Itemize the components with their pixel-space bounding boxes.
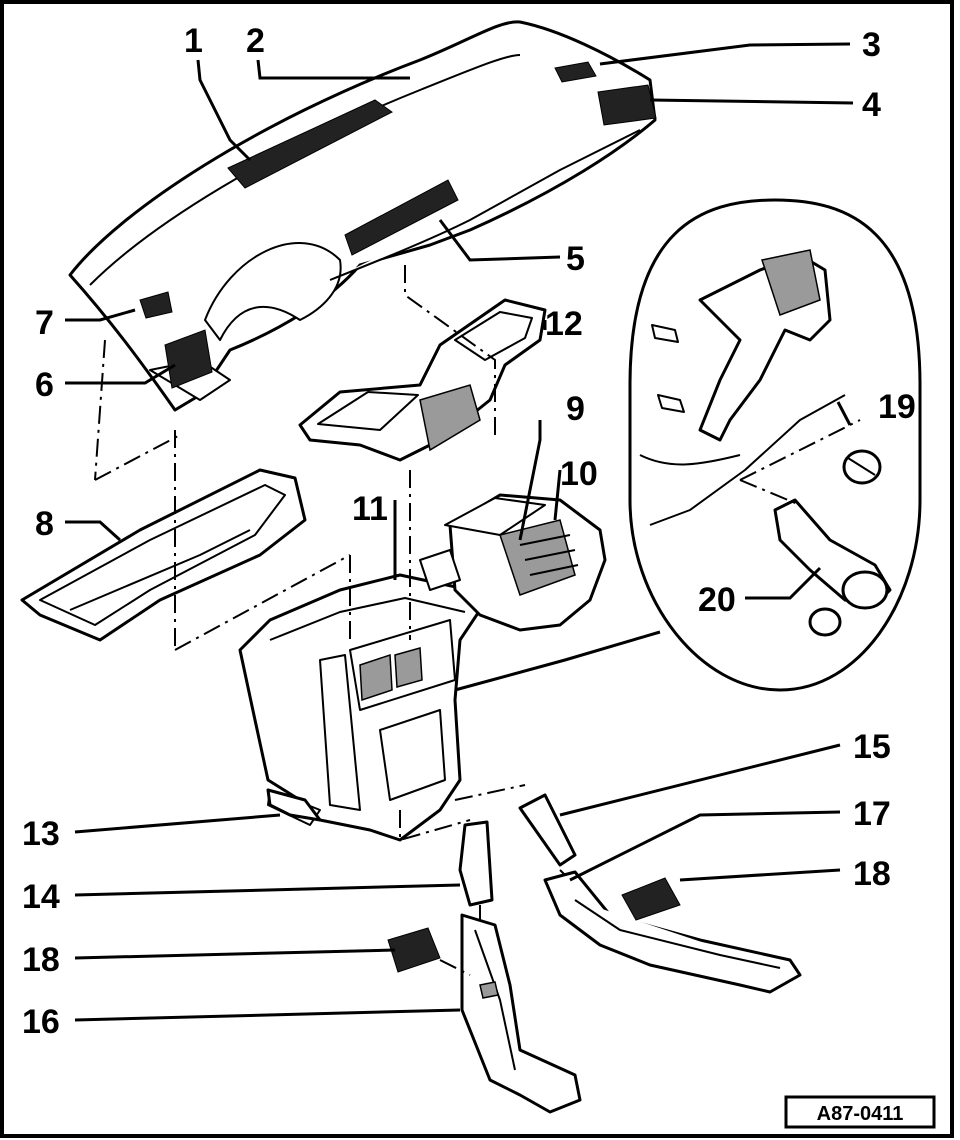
callout-20: 20 [698,581,736,619]
callout-1: 1 [184,22,203,60]
air-duct-12 [298,298,547,462]
callout-11: 11 [352,490,388,528]
callout-18-right: 18 [853,855,891,893]
part-14 [458,820,494,907]
dash-vent-1 [227,99,393,189]
connection-lines [94,265,861,976]
blower-9-10 [419,493,607,632]
callout-19: 19 [878,388,916,426]
hose-20 [773,498,892,637]
callout-6: 6 [35,366,54,404]
reference-code: A87-0411 [817,1103,904,1125]
dash-vent-6 [164,329,213,389]
cover-8 [20,468,307,642]
heater-unit-11 [238,573,482,842]
callout-4: 4 [862,86,881,124]
callout-17: 17 [853,795,891,833]
floor-duct-17 [543,870,802,994]
callout-16: 16 [22,1003,60,1041]
dash-vent-3 [554,61,597,83]
callout-9: 9 [566,390,585,428]
callout-13: 13 [22,815,60,853]
leader-lines [65,42,854,1022]
inset-detail [628,198,922,692]
dash-vent-5 [344,179,459,256]
callout-18-left: 18 [22,941,60,979]
floor-duct-16 [460,913,582,1114]
dash-vent-7 [139,291,173,319]
dash-vent-4 [597,84,657,126]
part-13 [266,788,322,822]
callout-15: 15 [853,728,891,766]
callout-5: 5 [566,240,585,278]
callout-8: 8 [35,505,54,543]
part-15 [518,793,577,867]
grille-18-right [621,877,681,921]
callout-14: 14 [22,878,60,916]
part-19 [842,449,882,485]
callout-7: 7 [35,304,54,342]
callout-3: 3 [862,26,881,64]
grille-18-left [387,927,441,973]
reference-box: A87-0411 [784,1095,936,1129]
callout-12: 12 [545,305,583,343]
callout-2: 2 [246,22,265,60]
callout-10: 10 [560,455,598,493]
